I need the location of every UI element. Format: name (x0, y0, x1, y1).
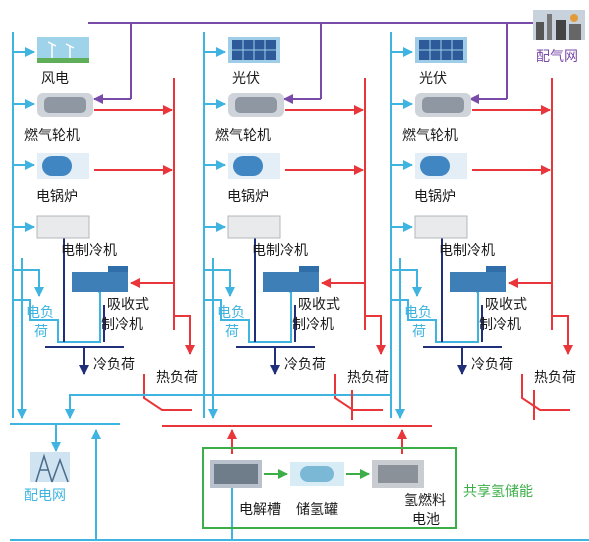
storage-heat-bus (162, 425, 432, 454)
source-label: 风电 (41, 71, 69, 87)
absorb-elec (204, 283, 299, 343)
elec-load-feed (13, 269, 44, 297)
heat-lines (94, 78, 195, 411)
elec-load-label-2: 荷 (412, 324, 426, 340)
heat-load-label: 热负荷 (347, 370, 389, 386)
electric-lines (12, 32, 108, 419)
electrolyzer-label: 电解槽 (239, 502, 281, 518)
elec-load-label-2: 荷 (225, 324, 239, 340)
gas-turbine-label: 燃气轮机 (215, 127, 271, 144)
heat-lines (285, 78, 386, 411)
absorption-chiller-label-1: 吸收式 (298, 297, 340, 313)
gas-turbine-label: 燃气轮机 (24, 127, 80, 144)
fuel-cell-icon (372, 460, 424, 488)
heat-load-feed (365, 315, 386, 355)
cooling-lines (45, 238, 124, 375)
source-label: 光伏 (419, 71, 447, 87)
shared-h2-label: 共享氢储能 (463, 483, 533, 500)
elec-load-label-1: 电负 (217, 305, 245, 321)
electric-chiller-icon (414, 215, 468, 239)
heat-bus-down (521, 374, 570, 411)
microgrid-layer: 风电燃气轮机电锅炉电制冷机吸收式制冷机电负荷冷负荷热负荷光伏燃气轮机电锅炉电制冷… (12, 32, 576, 420)
power-grid-icon (30, 452, 70, 483)
elec-load-label-1: 电负 (404, 305, 432, 321)
elec-load-label-1: 电负 (26, 305, 54, 321)
shared-h2-storage-box (202, 447, 457, 529)
heat-load-label: 热负荷 (156, 370, 198, 386)
elec-load-feed (204, 269, 235, 297)
fuel-cell-label-1: 氢燃料 (404, 492, 446, 509)
cooling-lines (423, 238, 502, 375)
icons (414, 37, 506, 292)
cool-load-label: 冷负荷 (284, 357, 326, 373)
icons (36, 37, 128, 292)
h2-tank-icon (290, 462, 344, 486)
absorption-chiller-label-2: 制冷机 (292, 317, 334, 333)
cooling-lines (236, 238, 315, 375)
gas-grid-icon (533, 10, 585, 40)
elec-load-feed (391, 269, 422, 297)
absorb-elec (391, 283, 486, 343)
source-label: 光伏 (232, 71, 260, 87)
electric-boiler-label: 电锅炉 (36, 189, 78, 205)
electric-chiller-label: 电制冷机 (439, 243, 495, 259)
absorption-chiller-label-2: 制冷机 (101, 317, 143, 333)
absorb-elec (13, 283, 108, 343)
electric-boiler-label: 电锅炉 (414, 189, 456, 205)
electric-boiler-label: 电锅炉 (227, 189, 269, 205)
electric-chiller-icon (227, 215, 281, 239)
cool-load-label: 冷负荷 (93, 357, 135, 373)
fuel-cell-label-2: 电池 (412, 512, 440, 528)
gas-network-lines (88, 22, 536, 104)
gas-grid-label: 配气网 (536, 49, 578, 65)
heat-bus-down (143, 374, 192, 411)
heat-bus-down (334, 374, 383, 411)
absorption-chiller-label-1: 吸收式 (107, 297, 149, 313)
power-grid-label: 配电网 (24, 488, 66, 504)
elec-load-label-2: 荷 (34, 324, 48, 340)
electric-chiller-icon (36, 215, 90, 239)
gas-turbine-label: 燃气轮机 (402, 127, 458, 144)
absorption-chiller-label-2: 制冷机 (479, 317, 521, 333)
absorption-chiller-label-1: 吸收式 (485, 297, 527, 313)
heat-load-feed (174, 315, 195, 355)
electrolyzer-icon (210, 460, 262, 488)
cool-load-label: 冷负荷 (471, 357, 513, 373)
icons (227, 37, 319, 292)
heat-load-feed (552, 315, 573, 355)
heat-lines (472, 78, 573, 411)
microgrid-grid-connectors (65, 258, 535, 420)
electric-chiller-label: 电制冷机 (252, 243, 308, 259)
h2-tank-label: 储氢罐 (296, 502, 338, 518)
heat-load-label: 热负荷 (534, 370, 576, 386)
electric-chiller-label: 电制冷机 (61, 243, 117, 259)
